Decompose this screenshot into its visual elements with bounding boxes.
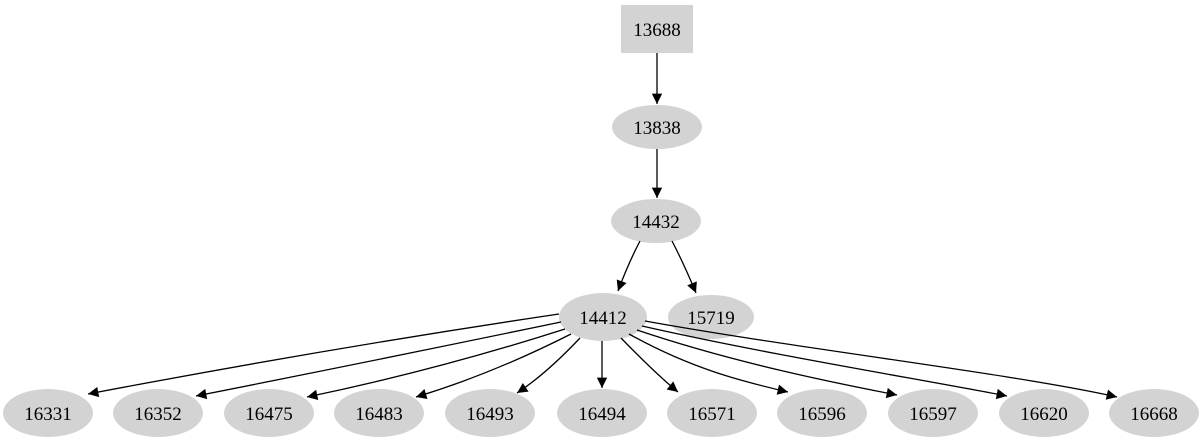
node-14412: 14412 (559, 293, 647, 341)
node-16596: 16596 (777, 389, 867, 437)
edge-14412-16597 (636, 329, 898, 399)
node-label: 16475 (245, 404, 293, 425)
node-label: 16668 (1130, 404, 1178, 425)
node-ellipse-shape (445, 389, 535, 437)
node-label: 16571 (688, 404, 736, 425)
node-ellipse-shape (611, 199, 701, 243)
node-16620: 16620 (999, 389, 1089, 437)
edge-14412-16331 (87, 313, 560, 398)
node-14432: 14432 (611, 199, 701, 243)
edge-14432-15719 (671, 240, 697, 294)
node-label: 16331 (24, 404, 72, 425)
node-16352: 16352 (113, 389, 203, 437)
edge-14432-14412 (616, 240, 641, 292)
node-ellipse-shape (3, 389, 93, 437)
node-label: 13838 (633, 118, 681, 139)
node-label: 16483 (355, 404, 403, 425)
node-13838: 13838 (612, 105, 702, 149)
node-label: 16620 (1020, 404, 1068, 425)
node-13688: 13688 (621, 5, 693, 53)
edge-14412-16668 (644, 320, 1118, 400)
edge-14412-16620 (641, 325, 1008, 400)
node-16493: 16493 (445, 389, 535, 437)
node-label: 16596 (798, 404, 846, 425)
node-ellipse-shape (334, 389, 424, 437)
node-label: 15719 (687, 308, 735, 329)
node-ellipse-shape (224, 389, 314, 437)
node-label: 14412 (579, 308, 627, 329)
node-16483: 16483 (334, 389, 424, 437)
node-ellipse-shape (888, 389, 978, 437)
edge-14412-16483 (415, 333, 572, 399)
node-box-shape (621, 5, 693, 53)
node-label: 13688 (633, 20, 681, 41)
edge-14412-16475 (306, 328, 566, 400)
node-label: 14432 (632, 212, 680, 233)
node-16668: 16668 (1109, 389, 1199, 437)
edge-14412-16596 (628, 333, 789, 395)
node-ellipse-shape (1109, 389, 1199, 437)
node-label: 16597 (909, 404, 957, 425)
node-label: 16494 (578, 404, 626, 425)
node-ellipse-shape (999, 389, 1089, 437)
node-16494: 16494 (557, 389, 647, 437)
node-ellipse-shape (559, 293, 647, 341)
edge-14412-16493 (516, 337, 581, 394)
node-ellipse-shape (777, 389, 867, 437)
edge-14412-16571 (620, 337, 679, 393)
node-ellipse-shape (612, 105, 702, 149)
edge-layer (87, 53, 1118, 400)
node-16331: 16331 (3, 389, 93, 437)
node-16571: 16571 (667, 389, 757, 437)
node-label: 16493 (466, 404, 514, 425)
node-16597: 16597 (888, 389, 978, 437)
edge-14412-16352 (195, 321, 562, 400)
node-label: 16352 (134, 404, 182, 425)
node-16475: 16475 (224, 389, 314, 437)
node-ellipse-shape (557, 389, 647, 437)
node-ellipse-shape (113, 389, 203, 437)
node-ellipse-shape (667, 389, 757, 437)
